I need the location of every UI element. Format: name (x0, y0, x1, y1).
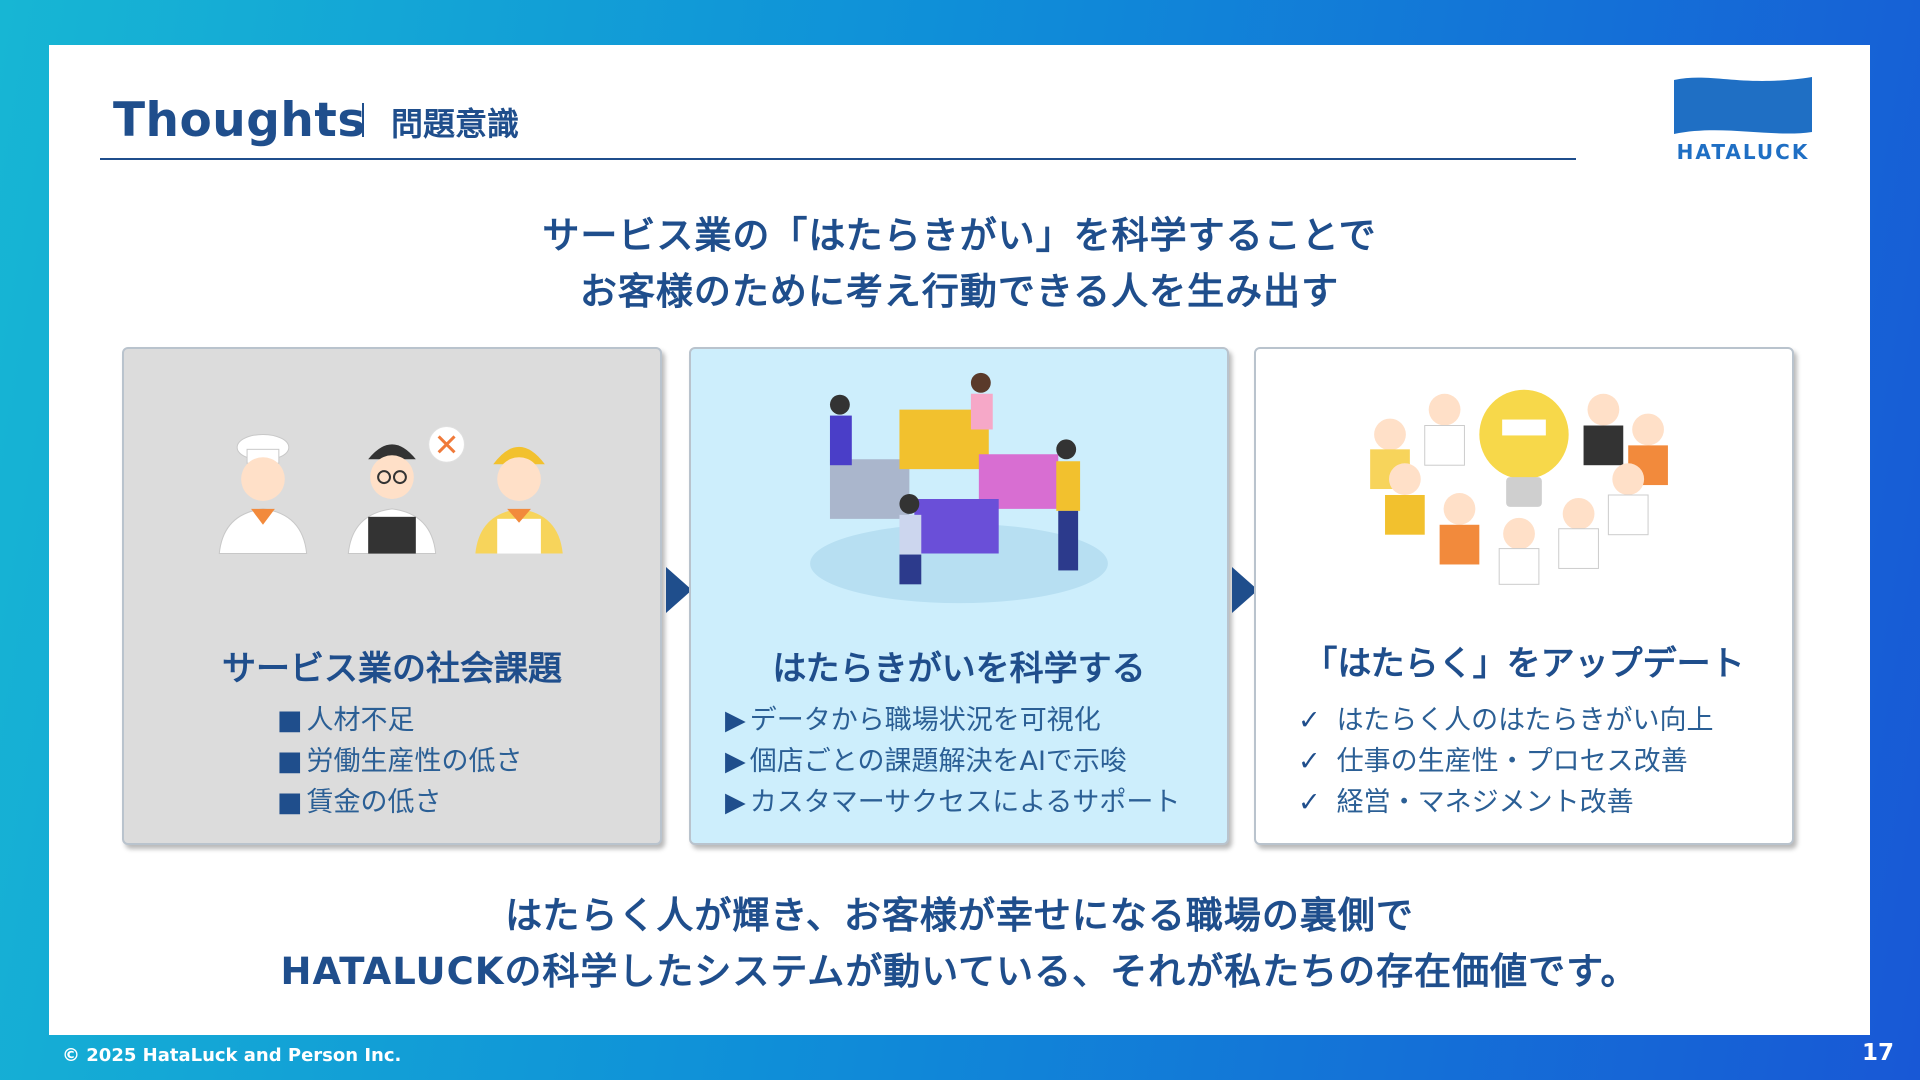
workers-group (1370, 393, 1668, 585)
copyright: © 2025 HataLuck and Person Inc. (62, 1045, 402, 1066)
workers-lightbulb-illustration (1370, 389, 1668, 585)
logo-flag-icon (1674, 77, 1812, 134)
headline-line-2: お客様のために考え行動できる人を生み出す (579, 270, 1340, 313)
puzzle-team-illustration (810, 372, 1108, 604)
manager-figure (347, 444, 437, 555)
page-title: Thoughts (113, 93, 366, 148)
page-number: 17 (1861, 1040, 1894, 1066)
worried-workers-illustration (218, 426, 563, 555)
header-rule (100, 158, 1576, 160)
flow-arrow-1 (666, 567, 692, 613)
list-item: ■人材不足 (277, 705, 415, 736)
title-separator (362, 103, 364, 137)
lightbulb-icon (1479, 389, 1569, 507)
list-item: ■労働生産性の低さ (277, 746, 523, 777)
list-item: ▶カスタマーサクセスによるサポート (725, 787, 1181, 818)
slide: Thoughts 問題意識 HATALUCK サービス業の「はたらきがい」を科学… (49, 45, 1870, 1035)
conclusion-line-2: HATALUCKの科学したシステムが動いている、それが私たちの存在価値です。 (280, 950, 1639, 993)
hataluck-logo: HATALUCK (1672, 74, 1814, 166)
panel-update: 「はたらく」をアップデート ✓はたらく人のはたらきがい向上 ✓仕事の生産性・プロ… (1254, 347, 1794, 845)
panel-1-list: ■人材不足 ■労働生産性の低さ ■賃金の低さ (277, 700, 523, 823)
panel-1-title: サービス業の社会課題 (222, 649, 562, 689)
staff-figure (475, 446, 563, 554)
panel-3-title: 「はたらく」をアップデート (1303, 644, 1745, 684)
cross-icon (428, 426, 465, 463)
list-item: ▶データから職場状況を可視化 (725, 705, 1101, 736)
panel-science: はたらきがいを科学する ▶データから職場状況を可視化 ▶個店ごとの課題解決をAI… (689, 347, 1229, 845)
list-item: ✓仕事の生産性・プロセス改善 (1298, 746, 1688, 777)
logo-text: HATALUCK (1676, 140, 1810, 164)
headline-line-1: サービス業の「はたらきがい」を科学することで (542, 214, 1377, 257)
panel-2-list: ▶データから職場状況を可視化 ▶個店ごとの課題解決をAIで示唆 ▶カスタマーサク… (725, 700, 1180, 823)
puzzle-icon (829, 409, 1059, 554)
list-item: ▶個店ごとの課題解決をAIで示唆 (725, 746, 1127, 777)
list-item: ✓経営・マネジメント改善 (1298, 787, 1634, 818)
flow-arrow-2 (1232, 567, 1258, 613)
list-item: ■賃金の低さ (277, 787, 442, 818)
page-subtitle: 問題意識 (391, 105, 520, 143)
people-figures (829, 372, 1081, 585)
panel-social-issues: サービス業の社会課題 ■人材不足 ■労働生産性の低さ ■賃金の低さ (122, 347, 662, 845)
chef-figure (218, 433, 308, 555)
panel-3-list: ✓はたらく人のはたらきがい向上 ✓仕事の生産性・プロセス改善 ✓経営・マネジメン… (1298, 700, 1714, 823)
conclusion-line-1: はたらく人が輝き、お客様が幸せになる職場の裏側で (505, 894, 1414, 937)
list-item: ✓はたらく人のはたらきがい向上 (1298, 705, 1714, 736)
panel-2-title: はたらきがいを科学する (772, 649, 1146, 689)
